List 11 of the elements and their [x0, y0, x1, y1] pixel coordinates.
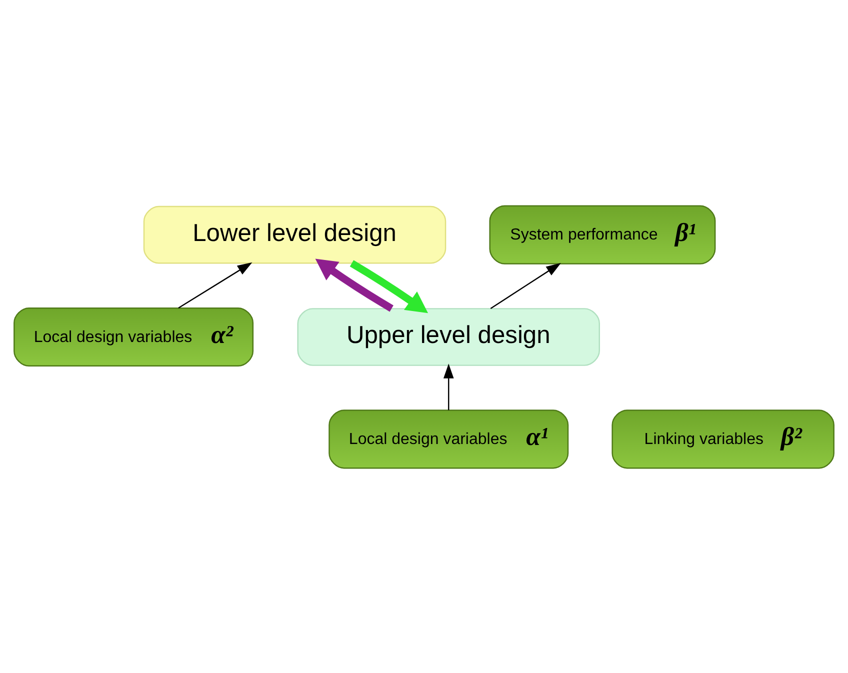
arrow [350, 260, 428, 313]
arrow [490, 262, 561, 309]
node-box: Linking variables β² [612, 409, 834, 468]
arrow [443, 363, 454, 410]
node-box: Lower level design [143, 205, 446, 264]
node-box: Upper level design [297, 308, 600, 366]
node-box: Local design variables α² [14, 306, 254, 366]
arrow [178, 262, 252, 308]
arrow [315, 258, 394, 312]
node-box: Local design variables α¹ [328, 409, 569, 468]
node-box: System performance β¹ [489, 204, 716, 264]
